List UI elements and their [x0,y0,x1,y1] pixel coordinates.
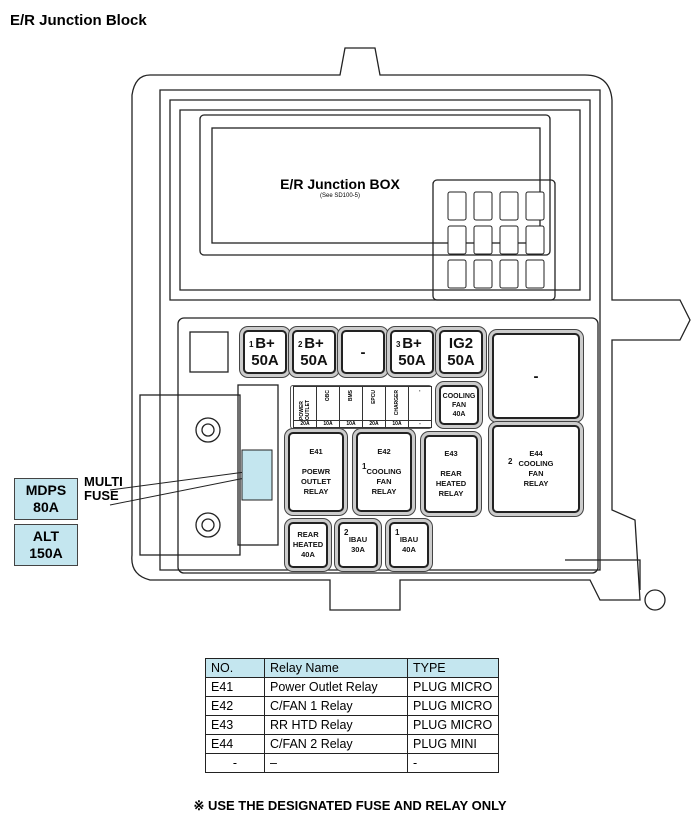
relay-socket [499,225,519,255]
relay-socket [447,225,467,255]
relay-socket [447,191,467,221]
relay-socket [499,191,519,221]
junction-box-outline [109,47,691,611]
table-row: -–- [205,753,499,773]
cell: C/FAN 2 Relay [264,734,408,754]
page-title: E/R Junction Block [10,12,147,29]
relay-socket [447,259,467,289]
box-label: E/R Junction BOX [280,176,400,192]
relay-socket [473,225,493,255]
box-sublabel: (See SD100-5) [319,193,361,199]
relay-socket [499,259,519,289]
cell: PLUG MICRO [407,677,499,697]
cell: - [205,753,265,773]
header-no: NO. [205,658,265,678]
relay-socket [525,259,545,289]
usage-note: ※ USE THE DESIGNATED FUSE AND RELAY ONLY [193,798,507,813]
cell: - [407,753,499,773]
cell: PLUG MICRO [407,715,499,735]
cell: PLUG MINI [407,734,499,754]
relay-socket [525,225,545,255]
cell: C/FAN 1 Relay [264,696,408,716]
cell: E41 [205,677,265,697]
cell: RR HTD Relay [264,715,408,735]
header-type: TYPE [407,658,499,678]
mini-fuse-blank: -- [408,386,432,428]
cell: Power Outlet Relay [264,677,408,697]
cell: – [264,753,408,773]
cell: E42 [205,696,265,716]
relay-blank: - [492,333,580,419]
relay-socket [473,191,493,221]
table-header: NO. Relay Name TYPE [205,658,499,678]
fuse-blank: - [341,330,385,374]
cell: E44 [205,734,265,754]
relay-socket [473,259,493,289]
relay-socket [525,191,545,221]
header-relay-name: Relay Name [264,658,408,678]
cell: E43 [205,715,265,735]
cell: PLUG MICRO [407,696,499,716]
